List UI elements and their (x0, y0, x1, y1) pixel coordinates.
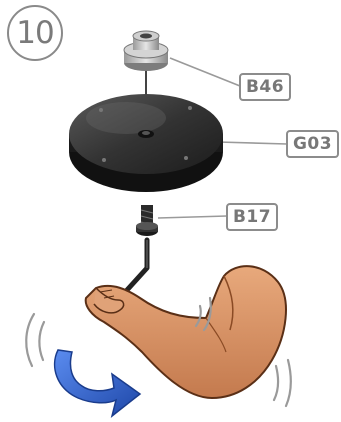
part-label-g03: G03 (286, 130, 339, 158)
step-number-badge: 10 (7, 5, 63, 61)
part-label-b17: B17 (226, 203, 278, 231)
step-number: 10 (16, 15, 53, 51)
part-code: B17 (233, 207, 271, 227)
part-label-b46: B46 (239, 73, 291, 101)
part-code: B46 (246, 77, 284, 97)
part-code: G03 (293, 134, 332, 154)
rotation-arrow-icon (55, 350, 140, 416)
base-disc-icon (69, 94, 223, 192)
screw-icon (136, 205, 158, 236)
nut-icon (124, 31, 168, 71)
